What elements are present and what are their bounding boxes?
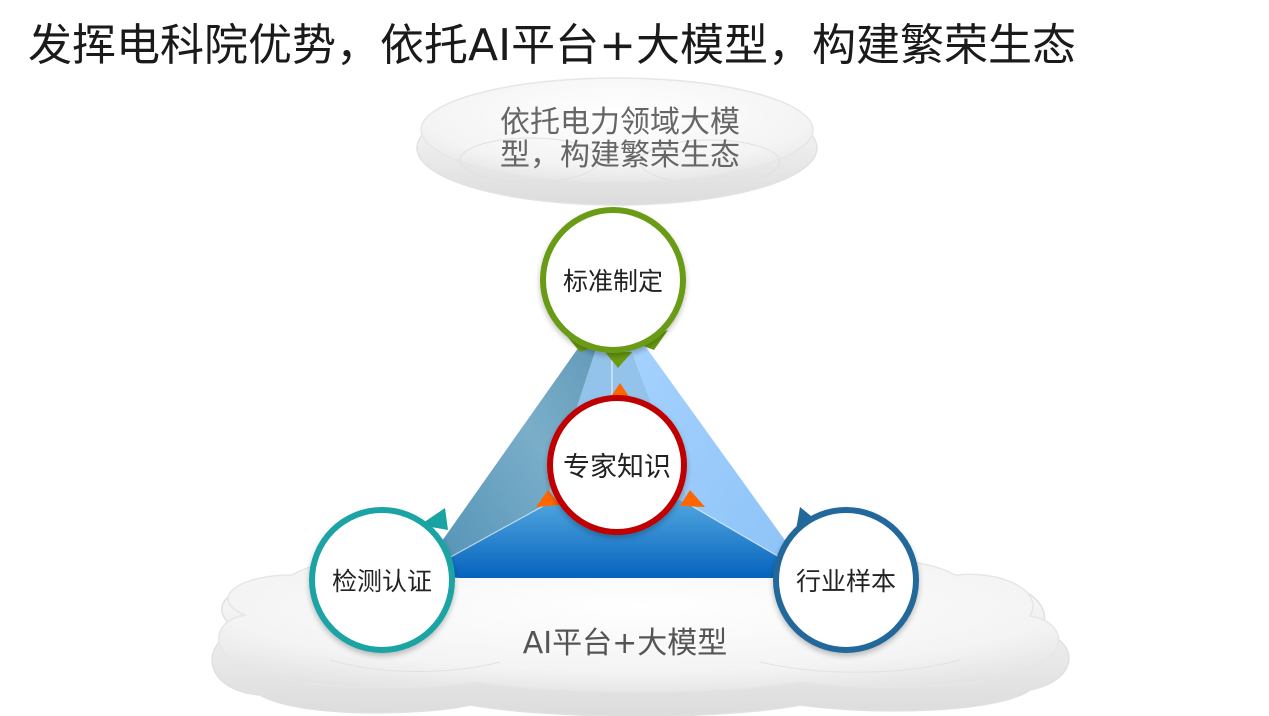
page-title: 发挥电科院优势，依托AI平台+大模型，构建繁荣生态 [28,20,1076,71]
node-top-label: 标准制定 [563,267,663,296]
node-center: 专家知识 [536,383,705,535]
node-top: 标准制定 [540,207,686,368]
bottom-cloud-label: AI平台+大模型 [523,626,728,661]
pyramid-right-face [612,300,810,575]
orange-arrow-up-icon [610,383,630,398]
node-left-label: 检测认证 [332,567,432,596]
orange-arrow-right-icon [680,490,705,507]
node-center-label: 专家知识 [563,452,671,483]
top-cloud-line1: 依托电力领域大模 [500,105,740,140]
top-cloud-line2: 型，构建繁荣生态 [500,138,740,173]
node-right-label: 行业样本 [796,567,896,596]
top-cloud: 依托电力领域大模 型，构建繁荣生态 [416,77,818,206]
orange-arrow-left-icon [536,490,560,507]
node-left: 检测认证 [309,507,455,653]
green-pointer-down-icon [605,352,632,368]
node-right: 行业样本 [773,507,919,653]
pyramid-left-face [418,300,612,575]
